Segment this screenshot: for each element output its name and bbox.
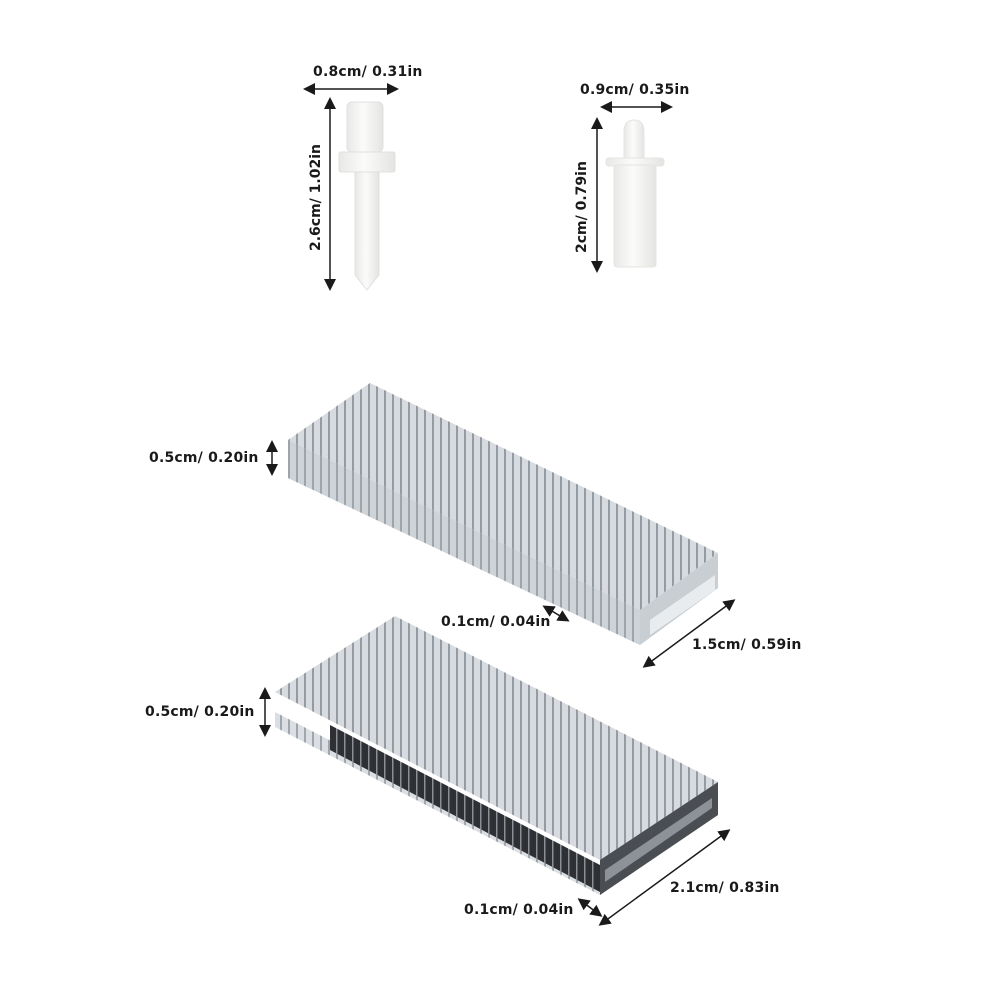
strip2-length-arrow [598,829,731,926]
short-peg-width-label: 0.9cm/ 0.35in [580,82,690,98]
long-peg-illustration [338,101,396,291]
strip1-thickness-arrow [542,605,570,622]
strip1-length-arrow [642,599,736,668]
strip1-thickness-label: 0.1cm/ 0.04in [441,614,551,630]
long-peg-height-label: 2.6cm/ 1.02in [308,144,324,251]
strip1-length-label: 1.5cm/ 0.59in [692,637,802,653]
strip2-height-label: 0.5cm/ 0.20in [145,704,255,720]
strip1-height-label: 0.5cm/ 0.20in [149,450,259,466]
strip2-thickness-label: 0.1cm/ 0.04in [464,902,574,918]
strip2-thickness-arrow [577,898,603,917]
short-peg-height-label: 2cm/ 0.79in [574,161,590,253]
staple-strip-long-illustration [275,616,718,895]
staple-strip-short-illustration [288,383,718,645]
strip2-length-label: 2.1cm/ 0.83in [670,880,780,896]
short-peg-illustration [605,119,665,268]
long-peg-width-label: 0.8cm/ 0.31in [313,64,423,80]
